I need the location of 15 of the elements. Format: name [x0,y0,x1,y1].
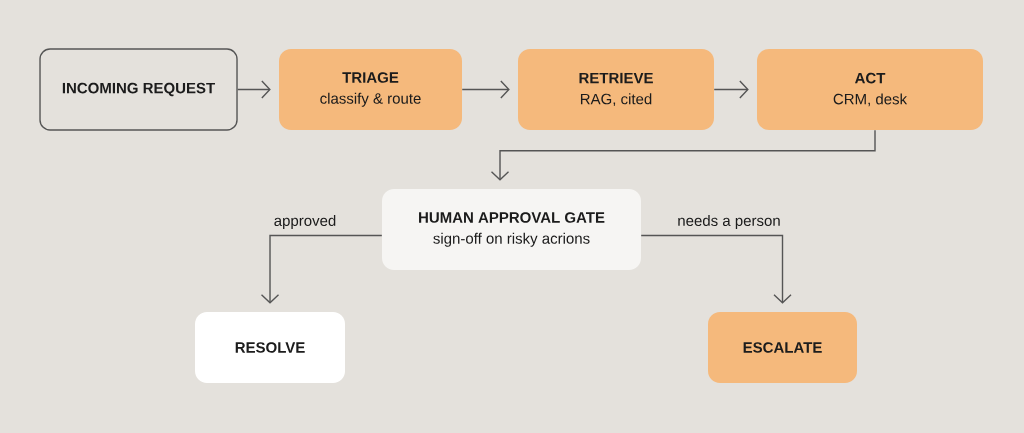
edge-label: needs a person [676,214,782,230]
approval-box: HUMAN APPROVAL GATE sign-off on risky acrions [382,189,641,270]
arrow [237,80,271,99]
arrow [260,234,383,304]
process-box: INCOMING REQUEST [39,48,238,131]
edge-label: approved [272,214,338,230]
arrow [461,80,510,99]
process-box: TRIAGE classify & route [279,49,462,130]
process-box: ACT CRM, desk [757,49,983,130]
arrow [640,234,792,304]
arrow [713,80,749,99]
process-box: RETRIEVE RAG, cited [518,49,714,130]
arrow [490,129,876,181]
process-box: ESCALATE [708,312,857,383]
process-box: RESOLVE [195,312,345,383]
